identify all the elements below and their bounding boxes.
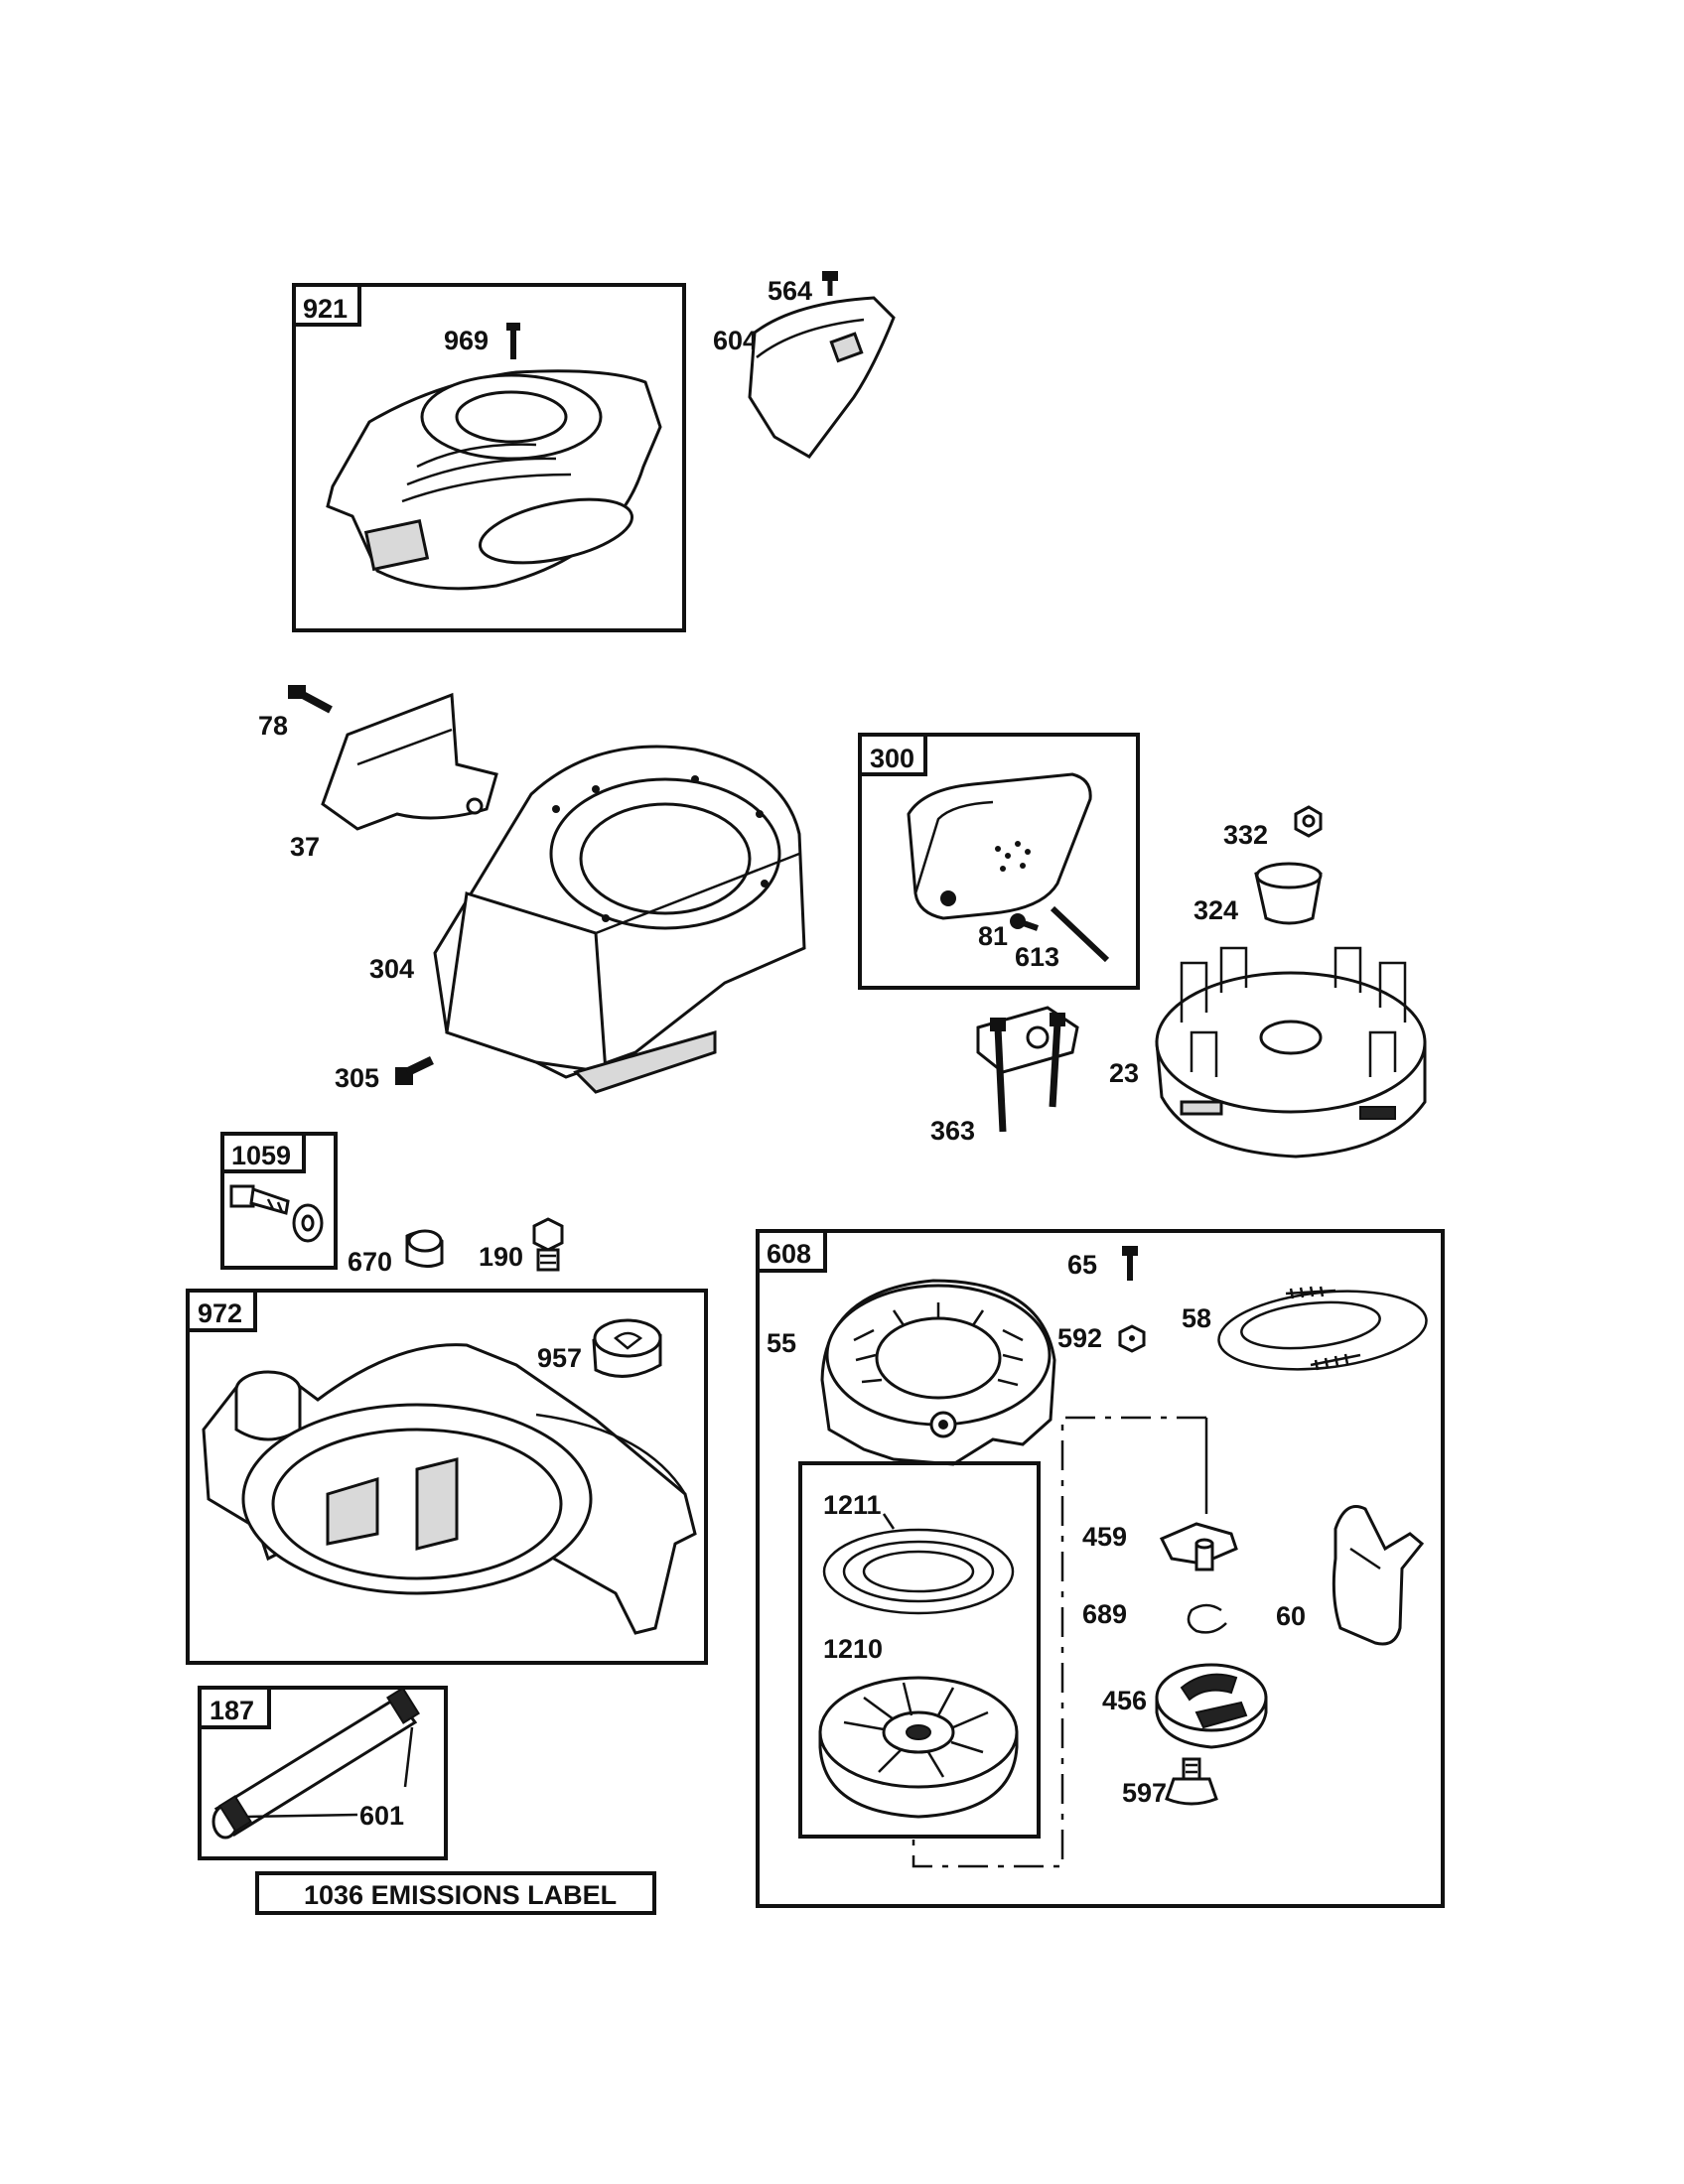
fuel-cap-957 — [592, 1318, 662, 1378]
part-78-label: 78 — [258, 711, 288, 741]
group-187: 187 601 — [198, 1686, 448, 1860]
part-37-label: 37 — [290, 832, 320, 862]
armature-363: 363 — [930, 1006, 1079, 1146]
group-972-label: 972 — [198, 1298, 242, 1328]
starter-cup-324: 324 — [1193, 862, 1323, 925]
part-689-label: 689 — [1082, 1599, 1127, 1629]
part-304-label: 304 — [369, 954, 414, 984]
group-300: 300 81 613 — [858, 733, 1140, 990]
stud-613 — [1050, 905, 1110, 963]
group-187-tag — [198, 1686, 271, 1729]
part-65-label: 65 — [1067, 1250, 1097, 1280]
group-1059-tag — [220, 1132, 306, 1173]
group-921: 921 969 — [292, 283, 686, 632]
blower-housing-304: 304 — [369, 745, 806, 1094]
screw-78 — [288, 685, 333, 714]
flywheel-nut-332: 332 — [1223, 805, 1323, 850]
group-972: 972 957 — [186, 1289, 708, 1665]
part-23-label: 23 — [1109, 1058, 1139, 1088]
fuel-tank-972 — [202, 1343, 697, 1635]
part-363-label: 363 — [930, 1116, 975, 1146]
part-81-label: 81 — [978, 921, 1008, 951]
retainer-689 — [1187, 1603, 1227, 1634]
group-921-tag — [292, 283, 361, 327]
part-332-label: 332 — [1223, 820, 1268, 850]
screw-564 — [822, 271, 838, 296]
part-1211-label: 1211 — [823, 1490, 882, 1520]
connector-line — [912, 1416, 1206, 1868]
group-608-tag — [756, 1229, 827, 1273]
part-324-label: 324 — [1193, 895, 1238, 925]
rewind-spring-1211 — [822, 1513, 1015, 1615]
spring-58 — [1217, 1286, 1428, 1371]
muffler-300 — [907, 772, 1092, 920]
baffle-37: 78 37 — [258, 685, 498, 862]
part-58-label: 58 — [1182, 1303, 1211, 1333]
group-608: 608 65 55 592 58 — [756, 1229, 1445, 1908]
blower-cover-921 — [326, 369, 662, 591]
part-670-label: 670 — [348, 1247, 392, 1277]
part-613-label: 613 — [1015, 942, 1059, 972]
part-459-label: 459 — [1082, 1522, 1127, 1552]
pulley-subassembly-box: 1211 1210 — [798, 1461, 1041, 1839]
group-921-label: 921 — [303, 294, 348, 324]
part-305-label: 305 — [335, 1063, 379, 1093]
bolt-1059 — [229, 1184, 324, 1243]
part-957-label: 957 — [537, 1343, 582, 1373]
group-608-label: 608 — [767, 1239, 811, 1269]
part-601-label: 601 — [359, 1801, 404, 1831]
screw-597 — [1165, 1757, 1218, 1806]
part-564-label: 564 — [768, 276, 812, 306]
screw-969 — [506, 323, 520, 359]
flywheel-23: 23 — [1109, 946, 1427, 1159]
group-972-tag — [186, 1289, 257, 1332]
part-190-label: 190 — [479, 1242, 523, 1272]
part-969-label: 969 — [444, 326, 489, 355]
spacer-670: 670 — [348, 1229, 444, 1277]
group-1059-label: 1059 — [231, 1141, 291, 1170]
screw-65 — [1122, 1246, 1138, 1281]
pawl-459 — [1159, 1522, 1238, 1571]
emissions-label-text: 1036 EMISSIONS LABEL — [304, 1880, 617, 1910]
part-1210-label: 1210 — [823, 1634, 883, 1664]
emissions-label-box: 1036 EMISSIONS LABEL — [255, 1871, 656, 1915]
dipstick-tube-190: 190 — [479, 1217, 564, 1272]
screw-81 — [1010, 913, 1039, 931]
group-300-tag — [858, 733, 927, 776]
part-592-label: 592 — [1057, 1323, 1102, 1353]
part-597-label: 597 — [1122, 1778, 1167, 1808]
nut-592 — [1118, 1324, 1146, 1353]
handle-60 — [1332, 1505, 1425, 1646]
pulley-1210 — [818, 1676, 1019, 1819]
part-60-label: 60 — [1276, 1601, 1306, 1631]
screw-305: 305 — [335, 1055, 434, 1093]
ratchet-456 — [1155, 1663, 1268, 1749]
group-300-label: 300 — [870, 744, 914, 773]
group-187-label: 187 — [210, 1696, 254, 1725]
part-604-label: 604 — [713, 326, 758, 355]
fuel-line-601 — [211, 1687, 420, 1840]
starter-housing-55 — [820, 1279, 1056, 1466]
part-456-label: 456 — [1102, 1686, 1147, 1715]
part-55-label: 55 — [767, 1328, 796, 1358]
group-1059: 1059 — [220, 1132, 338, 1270]
air-guide-604: 564 604 — [713, 271, 896, 459]
